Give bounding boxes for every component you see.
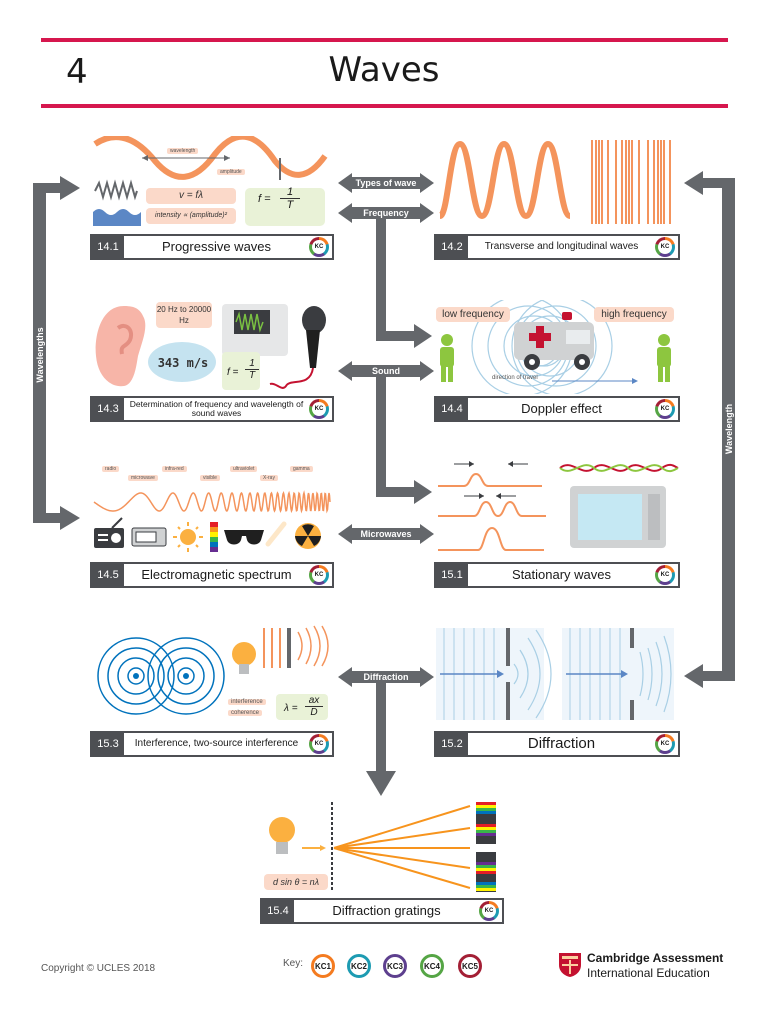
org-name-line1: Cambridge Assessment bbox=[587, 951, 724, 965]
wavelength-tag: wavelength bbox=[167, 148, 199, 154]
topic-title: Diffraction gratings bbox=[332, 903, 441, 919]
topic-card-15-2[interactable]: 15.2 Diffraction KC bbox=[434, 731, 680, 757]
audible-range: 20 Hz to 20000 Hz bbox=[156, 302, 212, 328]
types-of-wave-arrow bbox=[338, 173, 434, 193]
em-band-label: gamma bbox=[290, 466, 313, 472]
em-band-label: infra-red bbox=[162, 466, 187, 472]
intensity-equation: intensity ∝ (amplitude)² bbox=[146, 208, 236, 224]
kc-icon: KC bbox=[309, 734, 329, 754]
em-spectrum-illustration bbox=[93, 490, 331, 552]
topic-card-14-2[interactable]: 14.2 Transverse and longitudinal waves K… bbox=[434, 234, 680, 260]
sound-period-fraction: 1 T bbox=[245, 358, 259, 381]
key-kc1: KC1 bbox=[311, 954, 335, 978]
topic-title: Transverse and longitudinal waves bbox=[484, 240, 639, 252]
top-rule bbox=[41, 38, 728, 42]
topic-code: 15.2 bbox=[436, 733, 468, 755]
fringe-equation: λ = bbox=[284, 703, 298, 714]
kc-icon: KC bbox=[655, 237, 675, 257]
kc-icon: KC bbox=[655, 565, 675, 585]
topic-code: 14.2 bbox=[436, 236, 468, 258]
key-kc2: KC2 bbox=[347, 954, 371, 978]
topic-card-14-5[interactable]: 14.5 Electromagnetic spectrum KC bbox=[90, 562, 334, 588]
coherence-tag: coherence bbox=[228, 710, 263, 716]
bottom-rule bbox=[41, 104, 728, 108]
topic-code: 15.1 bbox=[436, 564, 468, 586]
topic-title: Diffraction bbox=[527, 735, 596, 753]
topic-code: 14.5 bbox=[92, 564, 124, 586]
key-kc4: KC4 bbox=[420, 954, 444, 978]
em-band-label: microwave bbox=[128, 475, 158, 481]
wavelengths-label: Wavelengths bbox=[35, 327, 45, 383]
em-band-label: X-ray bbox=[260, 475, 278, 481]
topic-title: Stationary waves bbox=[512, 567, 611, 583]
wavelength-label: Wavelength bbox=[724, 403, 734, 455]
topic-title: Doppler effect bbox=[521, 401, 602, 417]
kc-icon: KC bbox=[309, 565, 329, 585]
diffraction-illustration bbox=[436, 628, 674, 720]
types-of-wave-label: Types of wave bbox=[355, 178, 417, 188]
period-fraction: 1 T bbox=[280, 186, 300, 211]
sound-period-equation: f = bbox=[227, 367, 239, 378]
interference-tag: interference bbox=[228, 699, 266, 705]
grating-equation: d sin θ = nλ bbox=[264, 874, 328, 890]
topic-card-15-4[interactable]: 15.4 Diffraction gratings KC bbox=[260, 898, 504, 924]
topic-card-14-3[interactable]: 14.3 Determination of frequency and wave… bbox=[90, 396, 334, 422]
chapter-number: 4 bbox=[66, 52, 88, 92]
topic-card-14-1[interactable]: 14.1 Progressive waves KC bbox=[90, 234, 334, 260]
diffraction-arrow bbox=[338, 667, 434, 687]
frequency-arrow bbox=[338, 203, 434, 223]
direction-of-travel: direction of travel bbox=[492, 375, 538, 381]
microwaves-label: Microwaves bbox=[360, 529, 412, 539]
sound-label: Sound bbox=[372, 366, 400, 376]
speed-of-sound: 343 m/s bbox=[157, 356, 209, 370]
kc-icon: KC bbox=[309, 237, 329, 257]
interference-illustration bbox=[97, 625, 329, 720]
key-label: Key: bbox=[283, 958, 304, 969]
diffraction-label: Diffraction bbox=[363, 672, 409, 682]
kc-icon: KC bbox=[655, 399, 675, 419]
topic-code: 15.3 bbox=[92, 733, 124, 755]
topic-title: Electromagnetic spectrum bbox=[141, 567, 292, 583]
em-band-labels: radio microwave infra-red visible ultrav… bbox=[92, 466, 332, 486]
high-frequency-tag: high frequency bbox=[594, 307, 674, 322]
stationary-waves-illustration bbox=[438, 461, 679, 551]
chapter-title: Waves bbox=[328, 50, 440, 90]
topic-title: Interference, two-source interference bbox=[134, 737, 299, 749]
period-equation: f = bbox=[258, 193, 271, 205]
sound-illustration bbox=[95, 304, 326, 390]
topic-title: Determination of frequency and wavelengt… bbox=[129, 399, 304, 418]
amplitude-tag: amplitude bbox=[217, 169, 245, 175]
frequency-label: Frequency bbox=[363, 208, 409, 218]
transverse-longitudinal-illustration bbox=[437, 140, 671, 224]
org-name-line2: International Education bbox=[587, 966, 710, 980]
em-band-label: ultraviolet bbox=[230, 466, 258, 472]
topic-card-14-4[interactable]: 14.4 Doppler effect KC bbox=[434, 396, 680, 422]
doppler-illustration bbox=[440, 300, 671, 394]
em-band-label: radio bbox=[102, 466, 120, 472]
em-band-label: visible bbox=[200, 475, 220, 481]
key-kc3: KC3 bbox=[383, 954, 407, 978]
sound-arrow bbox=[338, 361, 434, 381]
fringe-fraction: ax D bbox=[305, 695, 323, 718]
kc-icon: KC bbox=[655, 734, 675, 754]
topic-card-15-3[interactable]: 15.3 Interference, two-source interferen… bbox=[90, 731, 334, 757]
microwaves-arrow bbox=[338, 524, 434, 544]
wave-equation: v = fλ bbox=[146, 188, 236, 204]
kc-icon: KC bbox=[309, 399, 329, 419]
topic-code: 14.4 bbox=[436, 398, 468, 420]
low-frequency-tag: low frequency bbox=[436, 307, 510, 322]
copyright: Copyright © UCLES 2018 bbox=[41, 963, 156, 974]
topic-code: 14.1 bbox=[92, 236, 124, 258]
cambridge-shield-logo bbox=[559, 953, 581, 977]
kc-icon: KC bbox=[479, 901, 499, 921]
topic-card-15-1[interactable]: 15.1 Stationary waves KC bbox=[434, 562, 680, 588]
key-kc5: KC5 bbox=[458, 954, 482, 978]
progressive-wave-illustration bbox=[93, 136, 328, 226]
diffraction-grating-illustration bbox=[269, 802, 496, 892]
topic-code: 14.3 bbox=[92, 398, 124, 420]
topic-code: 15.4 bbox=[262, 900, 294, 922]
topic-title: Progressive waves bbox=[161, 239, 272, 255]
